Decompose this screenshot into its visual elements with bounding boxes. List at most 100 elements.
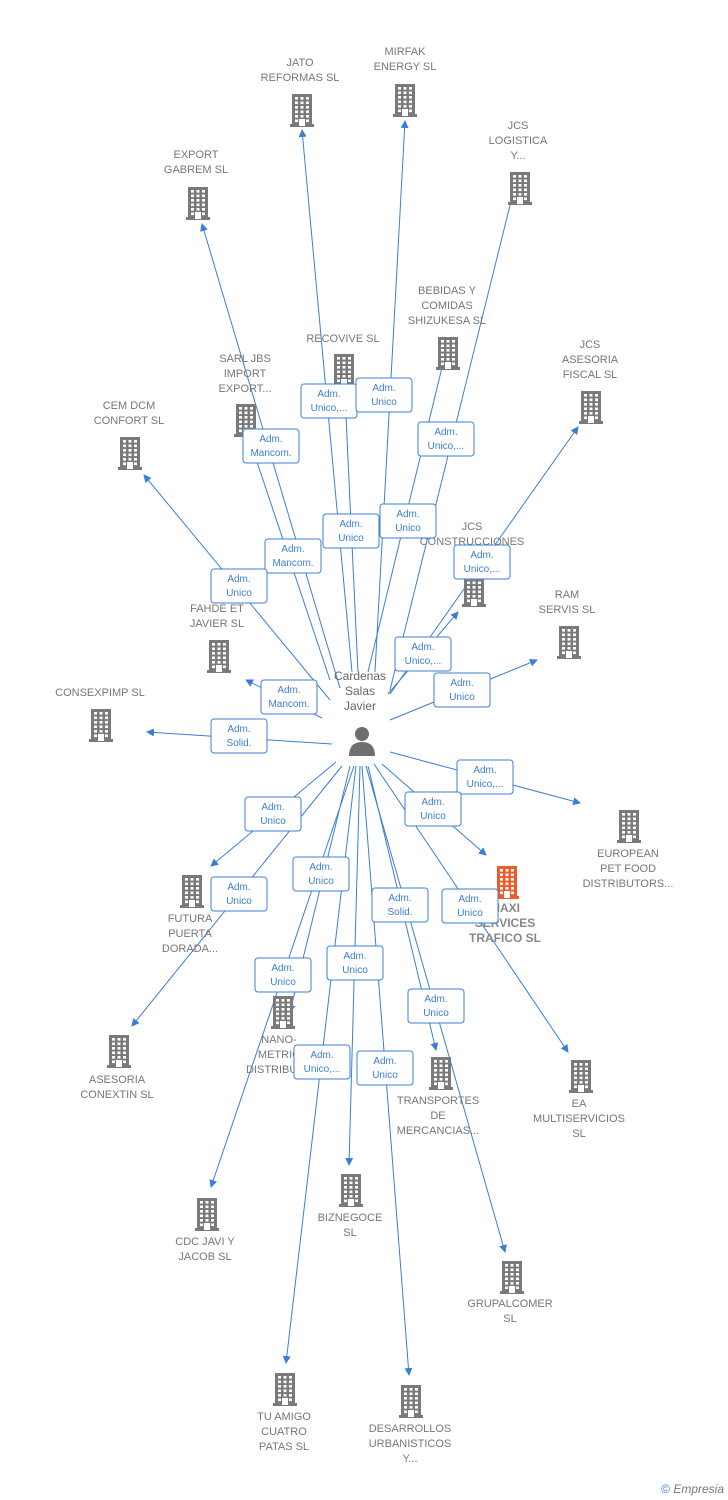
edge-role-label[interactable]: Adm.Mancom. — [260, 679, 318, 715]
edge-role-label[interactable]: Adm.Unico,... — [300, 383, 358, 419]
edge-role-text: Adm. — [473, 765, 496, 776]
edge-role-label[interactable]: Adm.Unico,... — [456, 759, 514, 795]
company-label: Y... — [402, 1453, 417, 1465]
company-node-jcs-logistica[interactable]: JCSLOGISTICAY... — [489, 120, 548, 205]
edge-role-text: Adm. — [227, 724, 250, 735]
company-label: EXPORT — [173, 149, 218, 161]
building-icon — [273, 1373, 297, 1406]
company-label: TRAFICO SL — [469, 931, 541, 945]
edge-role-text: Adm. — [450, 678, 473, 689]
company-node-jato[interactable]: JATO REFORMAS SL — [261, 57, 340, 127]
company-label: JACOB SL — [178, 1251, 231, 1263]
edge-role-label[interactable]: Adm.Solid. — [371, 887, 429, 923]
edge-role-box — [322, 513, 380, 549]
building-icon — [271, 996, 295, 1029]
edge-role-text: Adm. — [259, 434, 282, 445]
edge-role-label[interactable]: Adm.Unico,... — [293, 1044, 351, 1080]
building-icon — [557, 626, 581, 659]
edge-role-label[interactable]: Adm.Unico — [355, 377, 413, 413]
edge-role-label[interactable]: Adm.Unico,... — [453, 544, 511, 580]
edge-role-label[interactable]: Adm.Unico — [356, 1050, 414, 1086]
edge-role-text: Unico,... — [464, 564, 501, 575]
edge-role-text: Adm. — [343, 951, 366, 962]
company-label: CDC JAVI Y — [175, 1236, 235, 1248]
edge-role-label[interactable]: Adm. Unico — [326, 945, 384, 981]
company-node-recovive[interactable]: RECOVIVE SL — [306, 333, 380, 387]
company-label: FAHDE ET — [190, 603, 244, 615]
company-label: DISTRIBUTORS... — [583, 878, 674, 890]
person-label: Cardenas — [334, 669, 386, 683]
edge-role-label[interactable]: Adm.Unico — [292, 856, 350, 892]
edge-role-text: Mancom. — [272, 558, 313, 569]
edge-role-box — [292, 856, 350, 892]
edge-role-box — [371, 887, 429, 923]
edge-role-label[interactable]: Adm.Unico — [379, 503, 437, 539]
company-node-fahde[interactable]: FAHDE ET JAVIER SL — [190, 603, 244, 673]
building-icon — [393, 84, 417, 117]
company-node-cdc[interactable]: CDC JAVI Y JACOB SL — [175, 1198, 235, 1263]
building-icon — [332, 354, 356, 387]
edge-role-label[interactable]: Adm.Unico — [433, 672, 491, 708]
company-label: COMIDAS — [421, 300, 472, 312]
company-node-consexpimp[interactable]: CONSEXPIMP SL — [55, 687, 145, 742]
edge-role-text: Adm. — [388, 893, 411, 904]
company-node-desarrollos[interactable]: DESARROLLOSURBANISTICOSY... — [369, 1385, 452, 1465]
company-node-futura[interactable]: FUTURAPUERTADORADA... — [162, 875, 218, 955]
company-label: TU AMIGO — [257, 1411, 311, 1423]
edge-role-label[interactable]: Adm.Unico — [254, 957, 312, 993]
edge-role-text: Adm. — [434, 427, 457, 438]
building-icon — [186, 187, 210, 220]
company-node-transportes[interactable]: TRANSPORTESDEMERCANCIAS... — [397, 1057, 480, 1137]
edge-role-text: Unico — [226, 588, 252, 599]
building-icon — [462, 574, 486, 607]
building-icon — [436, 337, 460, 370]
company-label: MULTISERVICIOS — [533, 1113, 625, 1125]
edge-role-label[interactable]: Adm.Unico — [244, 796, 302, 832]
edge-role-text: Unico — [395, 523, 421, 534]
edge-role-box — [453, 544, 511, 580]
edge-role-text: Unico — [342, 965, 368, 976]
edge-role-label[interactable]: Adm.Unico — [407, 988, 465, 1024]
person-label: Salas — [345, 684, 375, 698]
edge-role-label[interactable]: Adm.Unico — [210, 876, 268, 912]
company-label: SL — [572, 1128, 585, 1140]
edge-role-box — [417, 421, 475, 457]
edge-role-label[interactable]: Adm.Unico,... — [394, 636, 452, 672]
edge-role-box — [355, 377, 413, 413]
company-label: PET FOOD — [600, 863, 656, 875]
brand-logo: Empresia — [673, 1482, 724, 1496]
company-label: RAM — [555, 589, 579, 601]
edge-role-label[interactable]: Adm.Unico — [210, 568, 268, 604]
edge-role-text: Unico — [423, 1008, 449, 1019]
edge-role-label[interactable]: Adm.Unico — [441, 888, 499, 924]
company-label: JATO — [286, 57, 314, 69]
edge-role-text: Unico — [457, 908, 483, 919]
company-label: ASESORIA — [89, 1074, 146, 1086]
edge-role-text: Adm. — [317, 389, 340, 400]
edge-role-label[interactable]: Adm.Unico — [322, 513, 380, 549]
edge-role-box — [264, 538, 322, 574]
company-label: REFORMAS SL — [261, 72, 340, 84]
edge-role-label[interactable]: Adm.Mancom. — [242, 428, 300, 464]
edge-role-text: Adm. — [271, 963, 294, 974]
edge-role-label[interactable]: Adm.Unico,... — [417, 421, 475, 457]
edge-role-label[interactable]: Adm.Mancom. — [264, 538, 322, 574]
company-node-sarl-jbs[interactable]: SARL JBSIMPORTEXPORT... — [219, 353, 272, 437]
edge-role-label[interactable]: Adm.Unico — [404, 791, 462, 827]
company-label: JAVIER SL — [190, 618, 244, 630]
company-label: PUERTA — [168, 928, 212, 940]
edge-role-label[interactable]: Adm.Solid. — [210, 718, 268, 754]
